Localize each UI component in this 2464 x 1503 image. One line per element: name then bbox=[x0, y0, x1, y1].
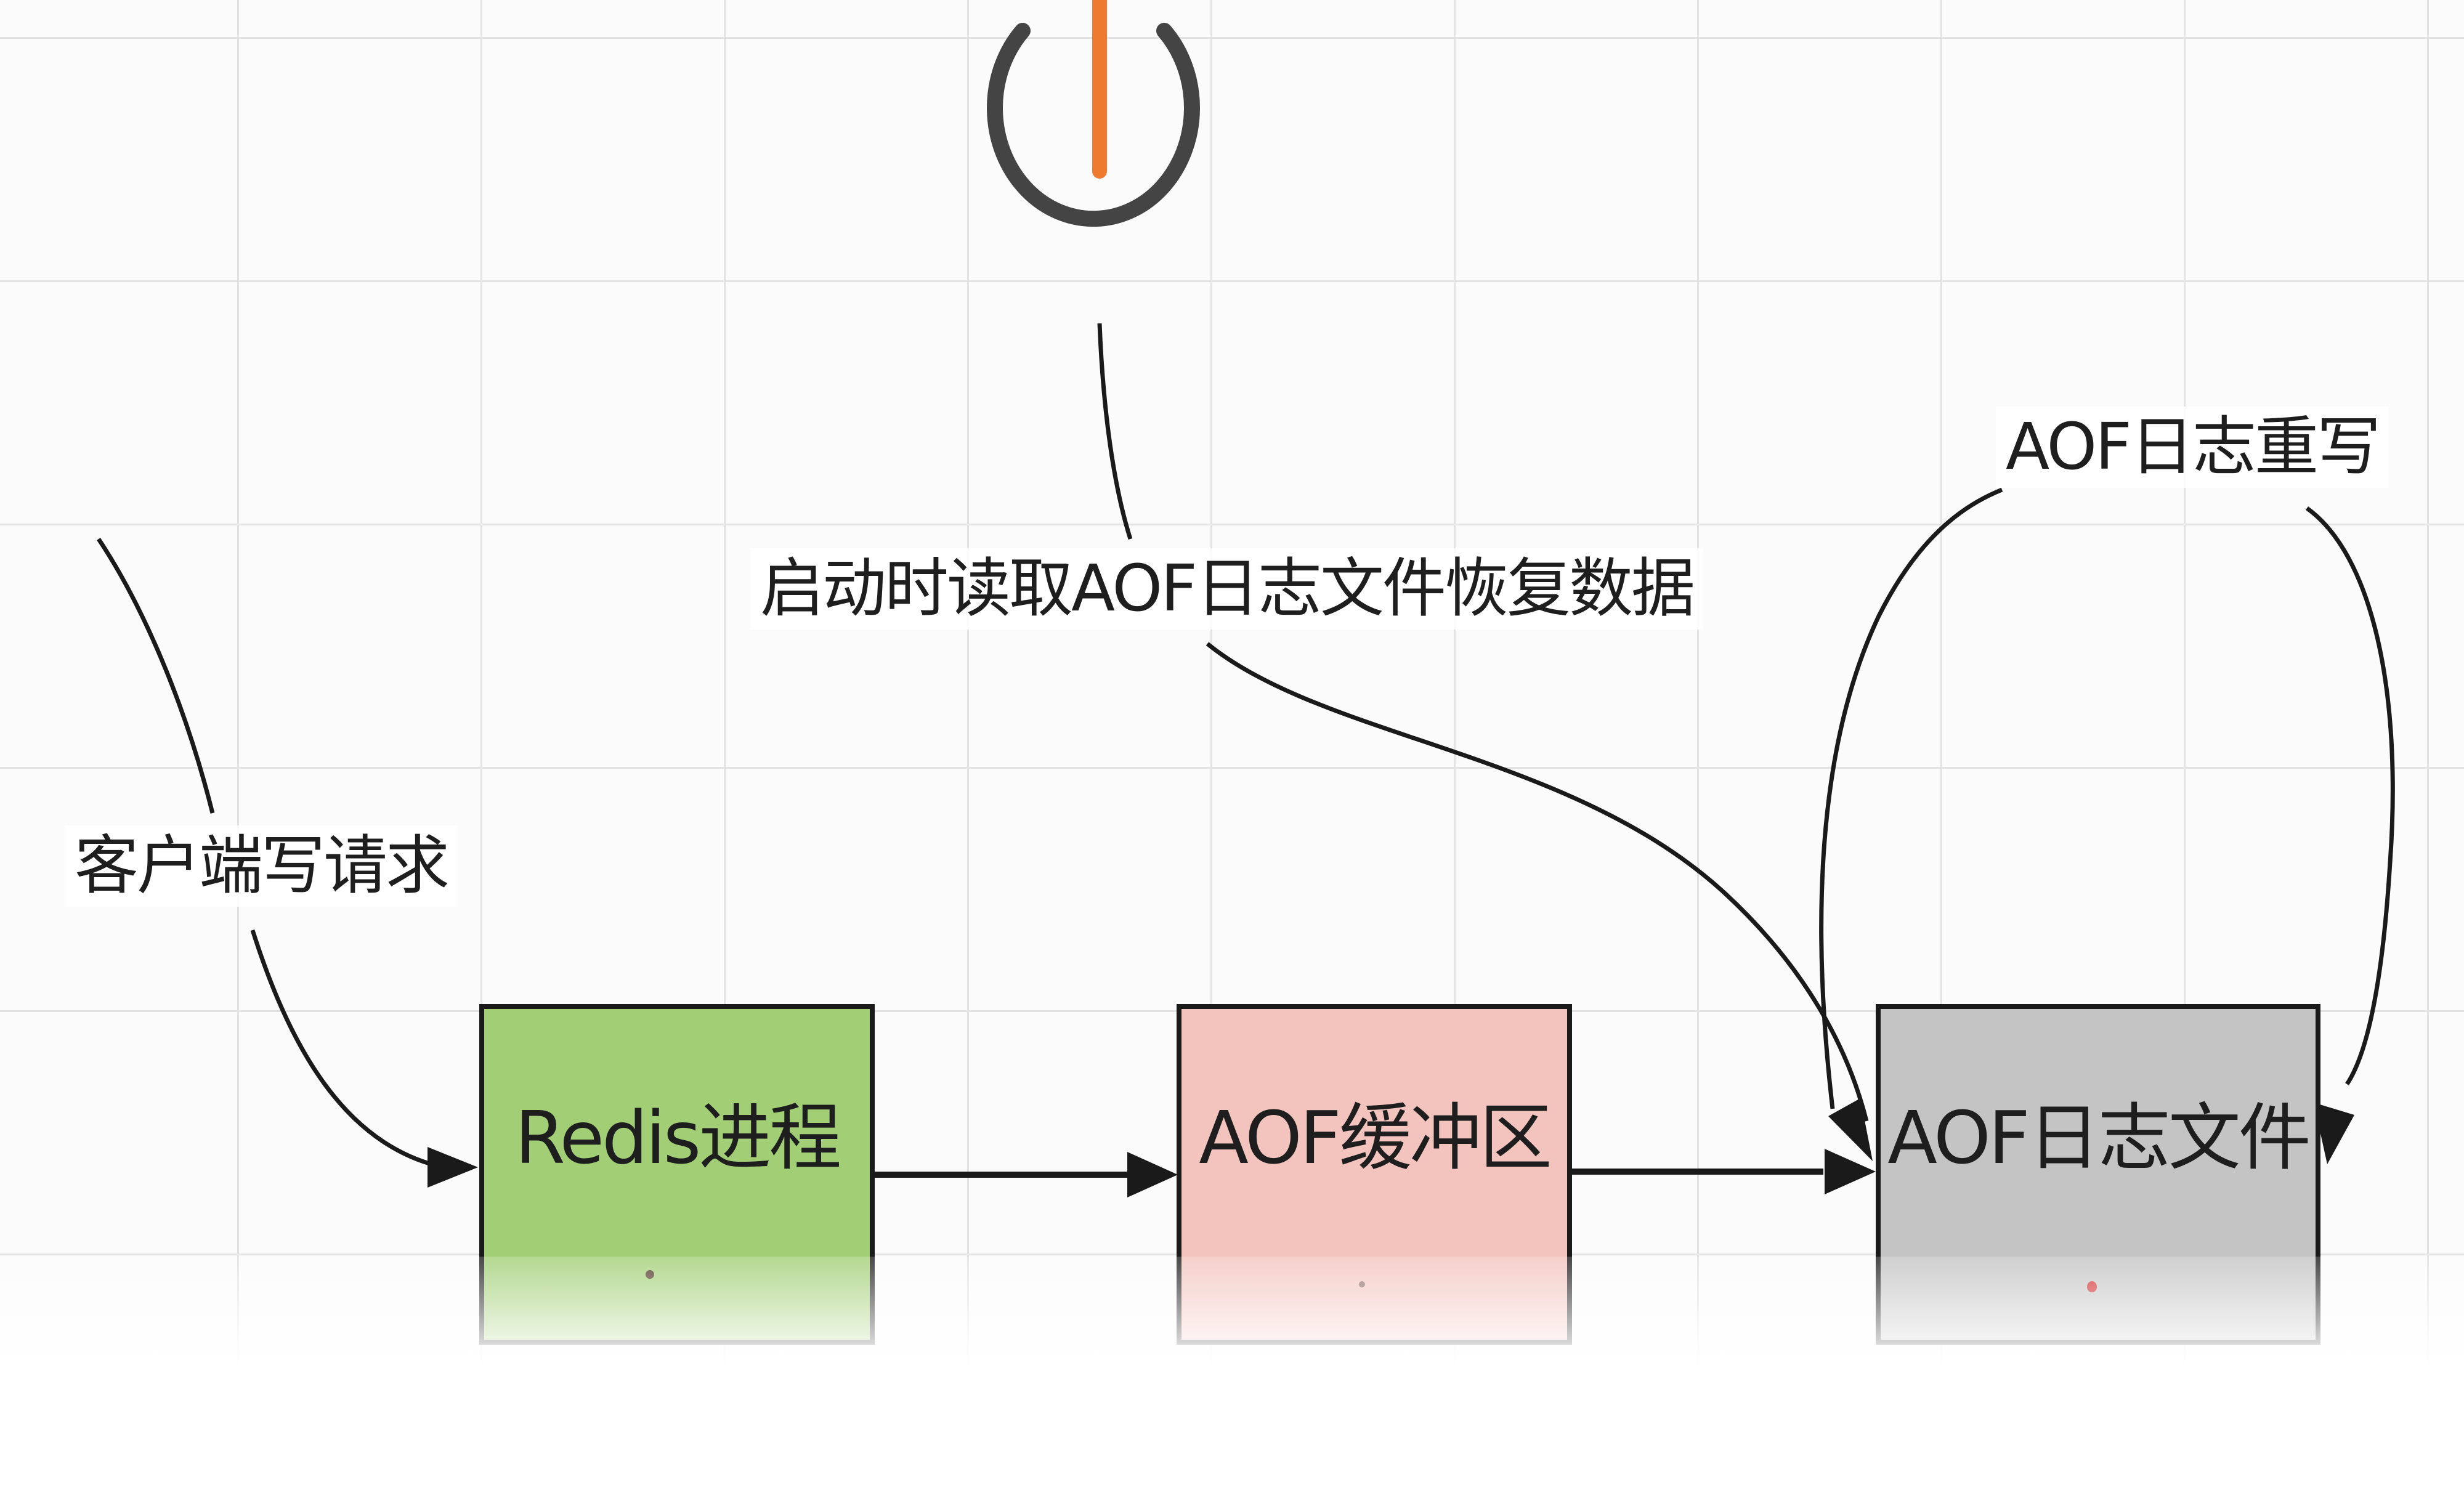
aof-buffer-label: AOF缓冲区 bbox=[1199, 1095, 1552, 1180]
rewrite-connector-left bbox=[1819, 487, 2003, 1109]
bottom-fade bbox=[0, 1257, 2464, 1503]
aof-file-label: AOF日志文件 bbox=[1887, 1095, 2311, 1180]
buffer-to-file-arrowhead bbox=[1825, 1149, 1876, 1194]
startup-connector-curve bbox=[1206, 642, 1869, 1122]
client-write-connector-top bbox=[97, 538, 215, 814]
redis-to-buffer-arrowhead bbox=[1127, 1152, 1178, 1197]
startup-connector-top bbox=[1097, 323, 1133, 540]
power-icon bbox=[987, 0, 1200, 227]
aof-rewrite-label: AOF日志重写 bbox=[1996, 407, 2389, 488]
client-write-label: 客户端写请求 bbox=[65, 825, 458, 907]
client-write-arrowhead bbox=[428, 1147, 478, 1188]
redis-process-label: Redis进程 bbox=[514, 1095, 841, 1180]
startup-arrowhead bbox=[1828, 1098, 1873, 1161]
rewrite-arrowhead bbox=[2314, 1103, 2354, 1164]
client-write-connector-bottom bbox=[250, 929, 444, 1170]
rewrite-connector-right bbox=[2305, 506, 2395, 1085]
power-ring bbox=[987, 23, 1200, 227]
startup-restore-label: 启动时读取AOF日志文件恢复数据 bbox=[750, 548, 1703, 630]
